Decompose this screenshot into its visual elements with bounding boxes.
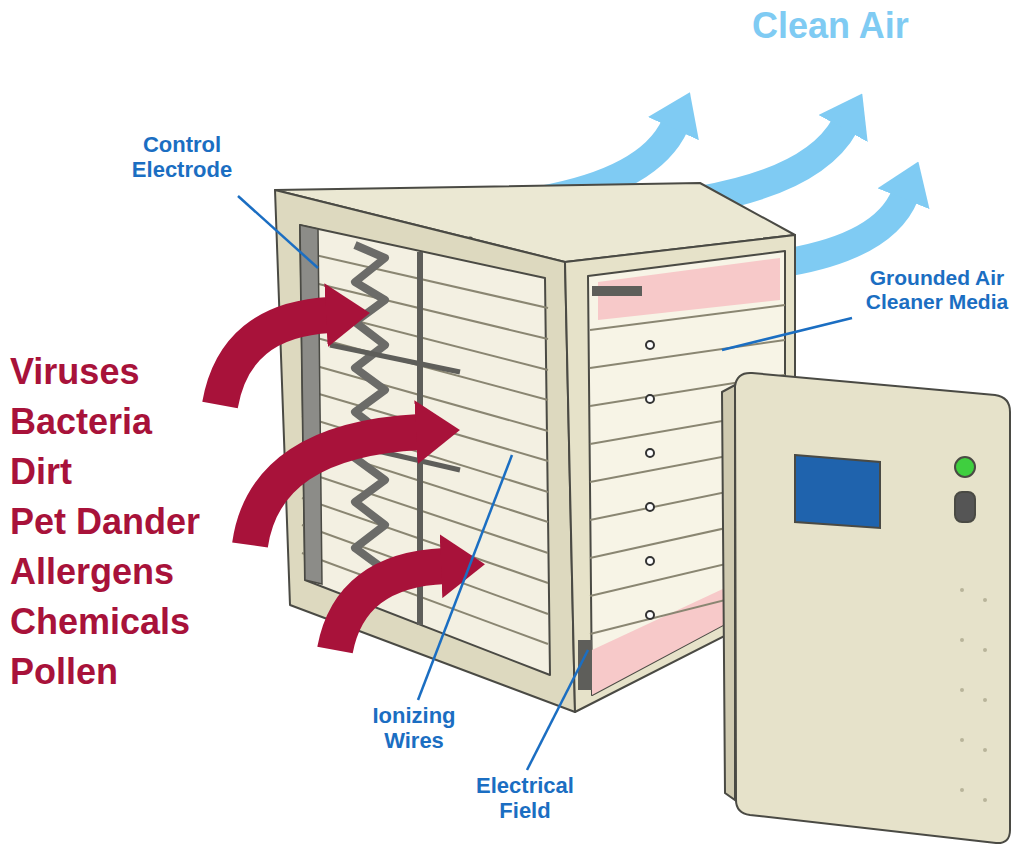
dot	[960, 788, 964, 792]
door-panel	[735, 373, 1010, 843]
leader-line	[418, 455, 512, 700]
leader-lines	[238, 196, 852, 770]
control-door	[722, 373, 1010, 843]
dot	[960, 588, 964, 592]
dot	[960, 688, 964, 692]
dot	[983, 798, 987, 802]
pleat	[302, 362, 548, 431]
dot	[983, 598, 987, 602]
dot	[960, 738, 964, 742]
leader-line	[238, 196, 318, 268]
rod	[646, 557, 654, 565]
dot	[983, 698, 987, 702]
contaminant-label: Allergens	[10, 552, 174, 592]
clean-air-arrow	[790, 195, 905, 262]
pleat	[302, 307, 548, 370]
rod	[646, 341, 654, 349]
rod	[646, 449, 654, 457]
rod	[646, 395, 654, 403]
frame-bracket	[330, 345, 460, 372]
dot	[983, 648, 987, 652]
part-label: Control Electrode	[122, 133, 242, 182]
dot	[960, 638, 964, 642]
contaminant-label: Dirt	[10, 452, 72, 492]
pleat	[302, 334, 548, 400]
dirty-air-arrow	[220, 315, 330, 405]
contaminant-label: Chemicals	[10, 602, 190, 642]
vent-dots	[960, 588, 987, 802]
pleat	[302, 252, 548, 308]
contaminant-label: Bacteria	[10, 402, 152, 442]
control-electrode	[300, 225, 322, 584]
contaminant-label: Pet Dander	[10, 502, 200, 542]
part-label: Electrical Field	[462, 774, 588, 823]
pleat	[302, 280, 548, 339]
electrode-rods	[646, 341, 654, 619]
rod	[646, 503, 654, 511]
output-label: Clean Air	[752, 6, 909, 46]
dirty-air-arrow	[250, 432, 420, 545]
leader-line	[527, 650, 588, 770]
display-window	[795, 455, 880, 528]
door-edge	[722, 385, 735, 800]
dot	[983, 748, 987, 752]
indicator-light	[955, 457, 975, 477]
clean-air-arrow	[700, 125, 845, 200]
plate	[590, 340, 785, 368]
plate	[590, 305, 785, 330]
rod	[646, 611, 654, 619]
dirty-air-arrows	[220, 315, 445, 650]
dirty-air-arrow	[335, 566, 445, 650]
leader-line	[722, 318, 852, 350]
part-label: Grounded Air Cleaner Media	[856, 266, 1018, 313]
contaminant-label: Pollen	[10, 652, 118, 692]
power-switch	[955, 492, 975, 522]
bracket	[592, 286, 642, 296]
part-label: Ionizing Wires	[358, 704, 470, 753]
contaminant-label: Viruses	[10, 352, 139, 392]
